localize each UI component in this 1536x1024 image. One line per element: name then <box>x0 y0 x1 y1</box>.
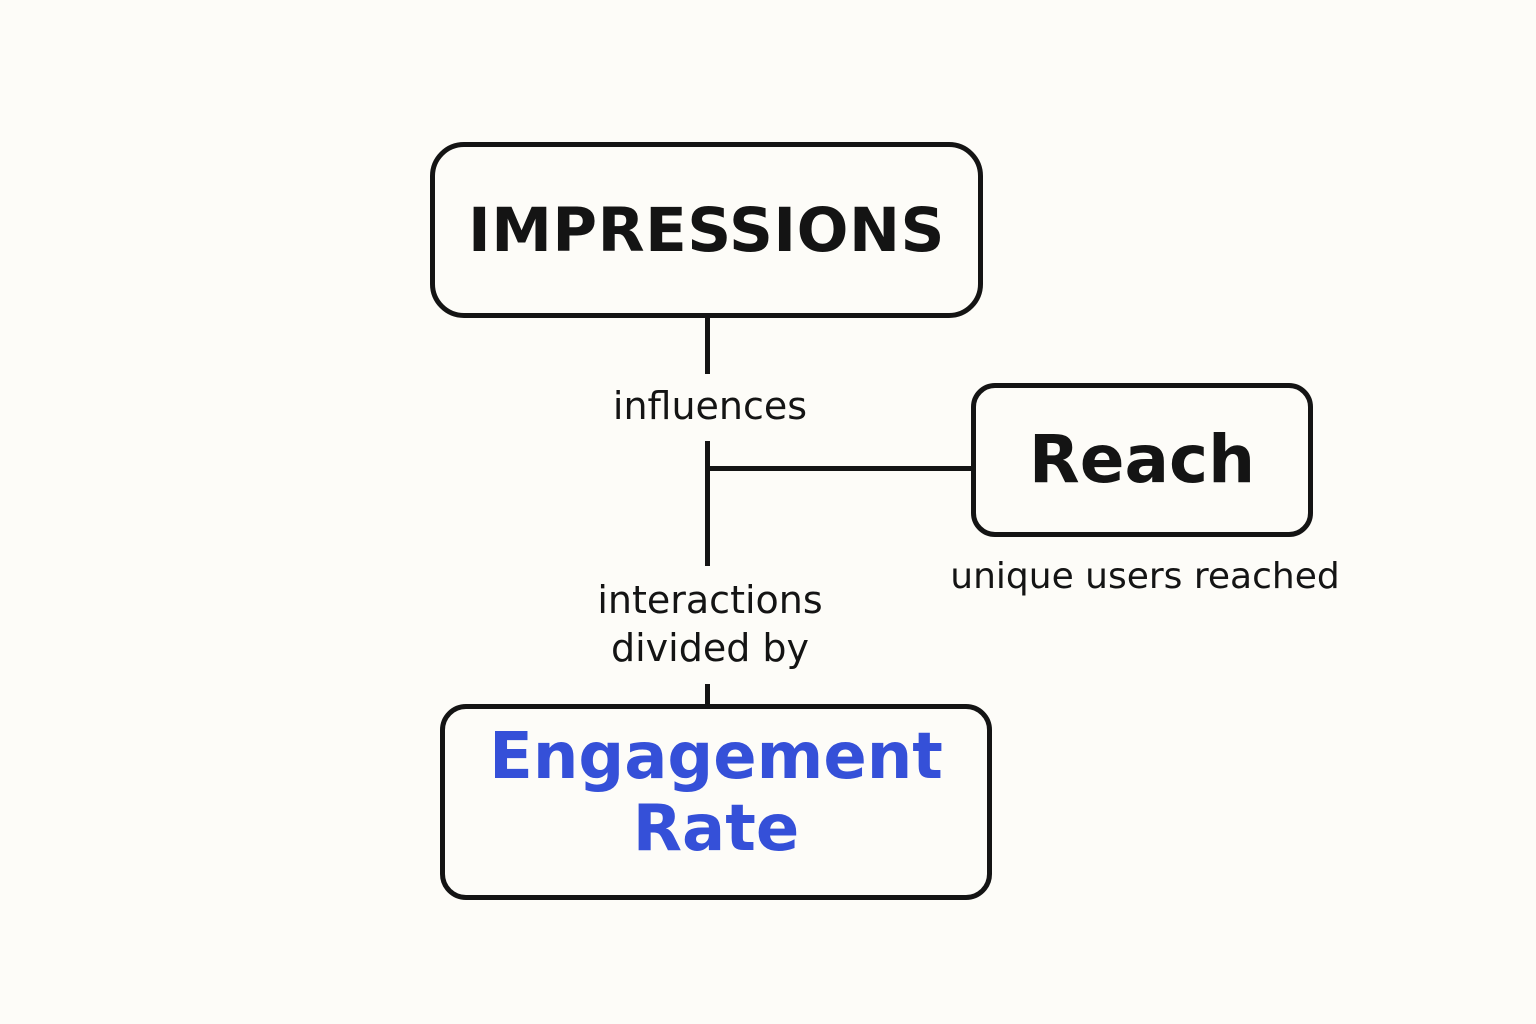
reach-node: Reach <box>971 383 1313 537</box>
engagement-rate-title-line-1: Engagement <box>489 720 943 794</box>
engagement-rate-title: Engagement Rate <box>489 721 943 865</box>
interactions-label-line-2: divided by <box>610 626 810 670</box>
connector-impressions-to-influences <box>705 316 710 374</box>
reach-caption: unique users reached <box>950 556 1340 597</box>
interactions-label: interactions divided by <box>540 576 880 672</box>
engagement-rate-node: Engagement Rate <box>440 704 992 900</box>
influences-label: influences <box>612 384 808 428</box>
reach-title: Reach <box>1028 421 1256 498</box>
engagement-rate-title-line-2: Rate <box>632 792 800 866</box>
connector-influences-to-interactions <box>705 441 710 566</box>
interactions-label-line-1: interactions <box>597 578 823 622</box>
impressions-node: IMPRESSIONS <box>430 142 983 318</box>
connector-to-reach <box>705 466 973 471</box>
connector-to-engagement-rate <box>705 684 710 706</box>
impressions-title: IMPRESSIONS <box>468 194 945 266</box>
